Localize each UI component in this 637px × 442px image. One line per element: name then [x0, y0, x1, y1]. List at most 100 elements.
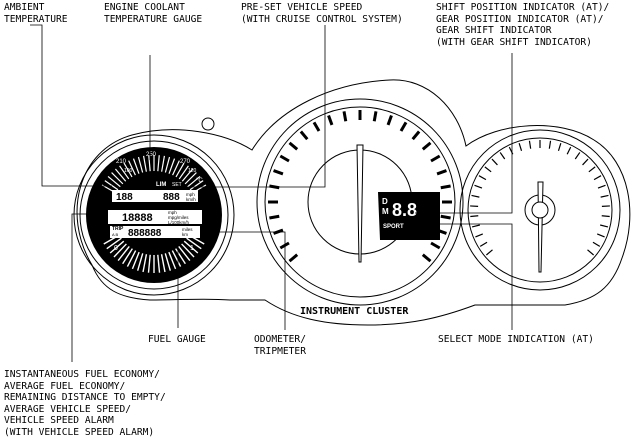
tachometer-tick: [588, 166, 596, 173]
gear-d: D: [382, 197, 388, 206]
fuel-tick: [122, 248, 133, 265]
tachometer-tick: [485, 249, 493, 256]
tachometer-needle: [537, 181, 544, 273]
fuel-empty-mark: 0: [114, 245, 118, 252]
fuel-tick: [147, 254, 151, 273]
temperature-tick: [148, 155, 151, 172]
speedometer-bezel-outer: [256, 98, 464, 306]
tachometer-tick: [479, 241, 488, 247]
tachometer-tick: [484, 166, 492, 173]
fuel-tick: [113, 243, 127, 258]
speedometer-tick: [372, 111, 378, 122]
temperature-tick: [187, 175, 201, 188]
temperature-tick: [157, 155, 160, 172]
temperature-tick: [161, 155, 166, 172]
set-indicator: SET: [172, 182, 182, 188]
temperature-tick: [168, 158, 176, 174]
temperature-tick: [123, 162, 133, 178]
speedometer-tick: [440, 184, 451, 190]
fuel-tick: [164, 253, 172, 271]
fuel-tick: [126, 250, 137, 267]
odometer-digits: 888888: [128, 228, 162, 239]
leader-info: [71, 213, 108, 362]
leader-select-mode: [420, 223, 513, 330]
fuel-tick: [186, 237, 202, 250]
speedometer-tick: [327, 115, 334, 126]
tachometer-tick: [600, 194, 609, 198]
fuel-tick: [136, 253, 144, 271]
speedometer-tick: [440, 214, 451, 220]
speed-display-band: [112, 190, 198, 202]
temperature-tick: [119, 165, 130, 180]
fuel-tick: [183, 240, 199, 254]
lim-indicator: LIM: [156, 182, 166, 188]
tachometer-tick: [596, 233, 605, 238]
leader-odometer: [200, 231, 286, 330]
tachometer-tick: [471, 194, 480, 198]
trip-label: TRIP: [112, 226, 124, 232]
speed-digits: 888: [163, 192, 180, 203]
tachometer-bezel-inner: [467, 137, 613, 283]
left-gauge-bezel-outer: [73, 134, 235, 296]
fuel-tick: [142, 254, 148, 273]
label-engine-coolant-gauge: ENGINE COOLANT TEMPERATURE GAUGE: [104, 2, 203, 25]
temp-scale-5: 120: [188, 168, 197, 174]
speedometer-tick: [312, 121, 321, 132]
speedometer-tick: [288, 253, 299, 263]
label-multi-information: INSTANTANEOUS FUEL ECONOMY/ AVERAGE FUEL…: [4, 369, 166, 438]
speedometer-ticks: [268, 110, 452, 263]
tachometer-tick: [566, 146, 572, 155]
fuel-tick: [106, 237, 122, 250]
ambient-temperature-digits: 188: [116, 192, 133, 203]
speedometer-tick: [342, 111, 348, 122]
label-fuel-gauge: FUEL GAUGE: [148, 334, 206, 345]
gear-m: M: [382, 207, 389, 216]
fuel-tick: [131, 251, 140, 270]
tachometer-tick: [518, 143, 523, 151]
temperature-tick: [175, 162, 185, 178]
speedometer-tick: [299, 130, 309, 141]
temperature-tick: [164, 156, 171, 173]
speedometer-bezel-mid: [264, 106, 456, 298]
info-display-band: [108, 210, 202, 224]
temperature-tick: [111, 172, 124, 185]
tachometer-hub: [531, 201, 549, 219]
temp-scale-1: 210: [116, 159, 127, 165]
temperature-tick: [132, 158, 140, 174]
label-odometer-tripmeter: ODOMETER/ TRIPMETER: [254, 334, 306, 357]
temp-scale-3: 270: [180, 159, 191, 165]
fuel-tick: [181, 243, 195, 258]
speedometer-tick: [399, 121, 408, 132]
temperature-tick: [107, 175, 121, 188]
fuel-tick: [160, 254, 166, 273]
speedometer-tick: [421, 141, 432, 151]
speedometer-tick: [279, 154, 290, 163]
sport-indicator: SPORT: [383, 224, 404, 230]
speedometer-tick: [436, 169, 447, 176]
label-ambient-temperature: AMBIENT TEMPERATURE: [4, 2, 68, 25]
fuel-tick: [168, 251, 177, 270]
leader-ambient: [30, 24, 112, 187]
tachometer-tick: [548, 140, 552, 149]
tachometer-tick: [528, 140, 532, 149]
tachometer-tick: [600, 224, 609, 228]
fuel-tick: [171, 250, 182, 267]
temp-scale-4: 100: [124, 168, 133, 174]
tachometer-bezel-outer: [459, 129, 621, 291]
tachometer-tick: [601, 215, 610, 218]
tachometer-tick: [478, 175, 487, 181]
info-digits: 18888: [122, 212, 153, 224]
leader-preset: [188, 25, 326, 188]
temperature-tick: [128, 160, 136, 176]
tachometer-tick: [597, 184, 606, 189]
speedometer-tick: [269, 214, 280, 220]
temperature-tick: [104, 180, 119, 191]
tachometer-tick: [491, 158, 498, 166]
odo-display-band: [110, 226, 200, 238]
fuel-tick: [175, 248, 186, 265]
leader-shift: [415, 53, 513, 214]
label-preset-vehicle-speed: PRE-SET VEHICLE SPEED (WITH CRUISE CONTR…: [241, 2, 403, 25]
label-shift-position-indicator: SHIFT POSITION INDICATOR (AT)/ GEAR POSI…: [436, 2, 610, 48]
fuel-gauge-scale: [103, 234, 205, 273]
